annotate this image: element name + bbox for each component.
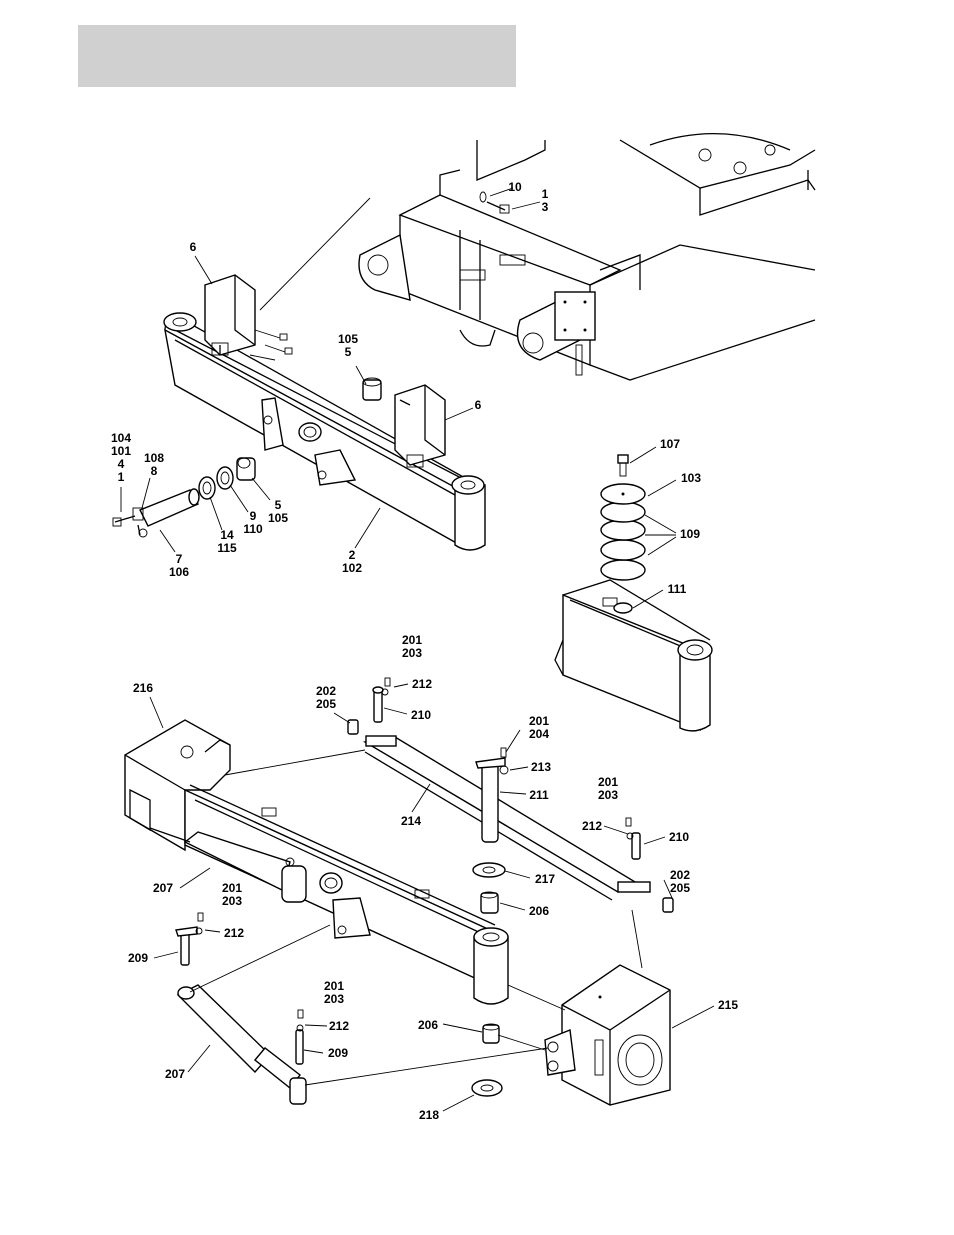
part-callout: 215 [712, 999, 744, 1012]
oscillating-axle-upper [113, 198, 485, 550]
part-callout: 216 [127, 682, 159, 695]
part-callout: 210 [663, 831, 695, 844]
part-callout: 211 [523, 789, 555, 802]
part-number: 109 [674, 528, 706, 541]
part-callout: 207 [147, 882, 179, 895]
part-callout: 107 [654, 438, 686, 451]
part-number: 209 [322, 1047, 354, 1060]
part-number: 102 [336, 562, 368, 575]
part-number: 203 [216, 895, 248, 908]
part-number: 216 [127, 682, 159, 695]
part-callout: 209 [122, 952, 154, 965]
part-number: 1 [105, 471, 137, 484]
part-callout: 209 [322, 1047, 354, 1060]
part-number: 10 [499, 181, 531, 194]
part-callout: 212 [406, 678, 438, 691]
part-number: 207 [147, 882, 179, 895]
part-number: 106 [163, 566, 195, 579]
part-number: 203 [396, 647, 428, 660]
part-number: 210 [405, 709, 437, 722]
part-callout: 111 [661, 583, 693, 596]
part-number: 115 [211, 542, 243, 555]
part-number: 205 [310, 698, 342, 711]
part-number: 212 [323, 1020, 355, 1033]
axle-lower [125, 678, 673, 1105]
part-number: 214 [395, 815, 427, 828]
part-callout: 217 [529, 873, 561, 886]
part-number: 209 [122, 952, 154, 965]
part-callout: 212 [218, 927, 250, 940]
chassis-frame [359, 134, 815, 380]
part-number: 5 [332, 346, 364, 359]
part-number: 203 [318, 993, 350, 1006]
part-callout: 213 [525, 761, 557, 774]
part-number: 205 [664, 882, 696, 895]
part-callout: 210 [405, 709, 437, 722]
part-number: 6 [177, 241, 209, 254]
part-callout: 109 [674, 528, 706, 541]
part-callout: 206 [412, 1019, 444, 1032]
part-number: 203 [592, 789, 624, 802]
part-number: 3 [529, 201, 561, 214]
part-callout: 206 [523, 905, 555, 918]
part-number: 105 [262, 512, 294, 525]
part-callout: 212 [323, 1020, 355, 1033]
part-number: 111 [661, 583, 693, 596]
part-callout: 214 [395, 815, 427, 828]
part-number: 103 [675, 472, 707, 485]
part-callout: 6 [462, 399, 494, 412]
part-number: 206 [412, 1019, 444, 1032]
part-number: 213 [525, 761, 557, 774]
part-number: 206 [523, 905, 555, 918]
part-number: 8 [138, 465, 170, 478]
part-number: 211 [523, 789, 555, 802]
part-callout: 10 [499, 181, 531, 194]
part-number: 212 [576, 820, 608, 833]
part-number: 107 [654, 438, 686, 451]
part-number: 204 [523, 728, 555, 741]
part-number: 212 [406, 678, 438, 691]
part-number: 207 [159, 1068, 191, 1081]
part-number: 212 [218, 927, 250, 940]
part-callout: 6 [177, 241, 209, 254]
part-number: 215 [712, 999, 744, 1012]
part-callout: 103 [675, 472, 707, 485]
part-callout: 218 [413, 1109, 445, 1122]
part-callout: 212 [576, 820, 608, 833]
part-number: 6 [462, 399, 494, 412]
part-callout: 202205 [310, 685, 342, 711]
part-number: 218 [413, 1109, 445, 1122]
part-number: 217 [529, 873, 561, 886]
part-callout: 207 [159, 1068, 191, 1081]
part-number: 210 [663, 831, 695, 844]
